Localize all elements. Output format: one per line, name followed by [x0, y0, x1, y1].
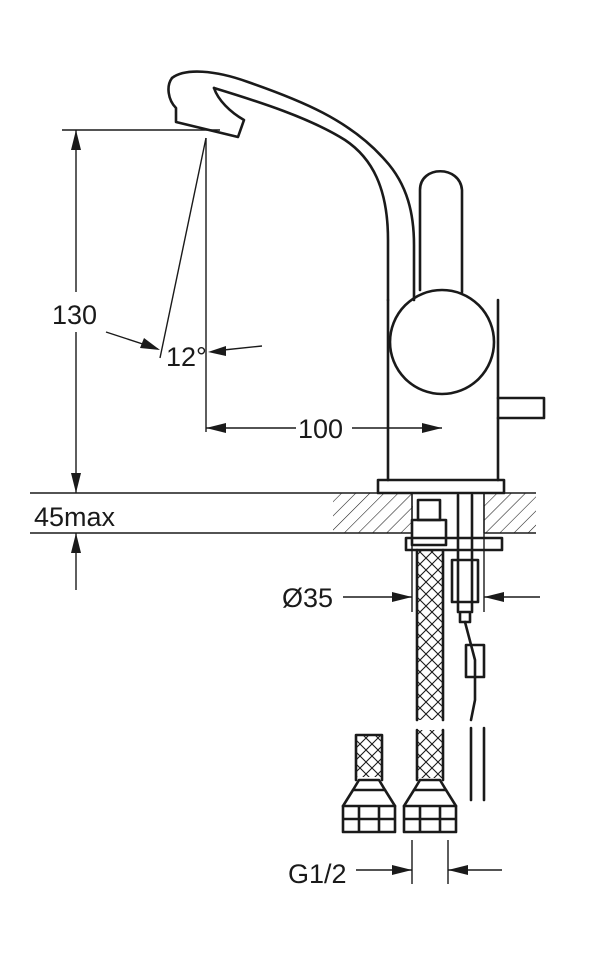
dimension-angle [105, 137, 263, 432]
label-hole-diameter: Ø35 [282, 583, 333, 613]
spout-underside [212, 86, 390, 302]
label-angle: 12° [166, 342, 207, 372]
base-flange [376, 478, 506, 495]
faucet-body [167, 70, 546, 495]
dimension-reach [206, 423, 442, 433]
label-thread: G1/2 [288, 859, 347, 889]
popup-cable [463, 620, 486, 802]
dimension-height [50, 129, 220, 493]
label-thickness: 45max [34, 502, 116, 532]
dimension-hole-diameter [343, 533, 540, 612]
dimension-thickness [30, 492, 333, 590]
label-height: 130 [52, 300, 97, 330]
mounting-hardware [404, 493, 504, 624]
label-reach: 100 [298, 414, 343, 444]
popup-rod [496, 396, 546, 420]
spout [170, 70, 416, 302]
flexible-hose-long [402, 548, 458, 834]
dimension-thread [356, 840, 502, 884]
cartridge-disc [388, 288, 496, 396]
body-column [386, 298, 500, 482]
lever-handle [418, 169, 464, 294]
aerator [167, 76, 246, 139]
flexible-hose-short [341, 733, 397, 834]
countertop [333, 492, 536, 534]
